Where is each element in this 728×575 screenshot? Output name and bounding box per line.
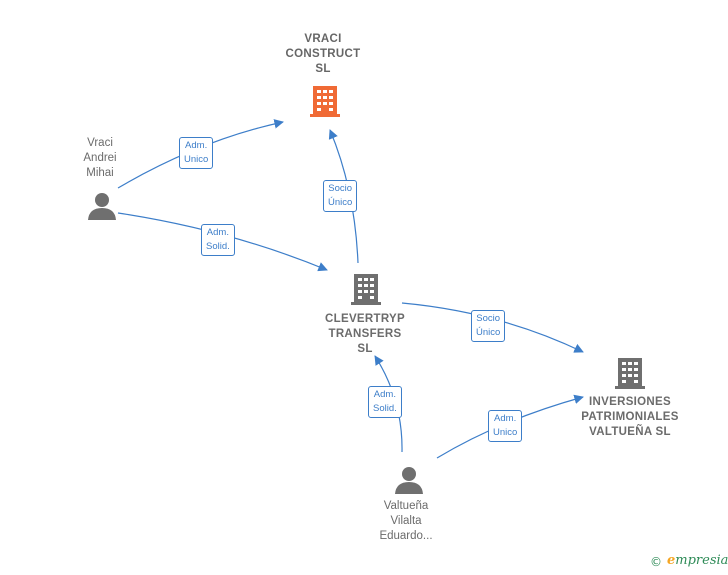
node-label-vraci-andrei[interactable]: Vraci Andrei Mihai bbox=[83, 137, 117, 179]
edge-label-socio-unico[interactable]: Socio Único bbox=[323, 180, 358, 212]
edge-label-socio-unico[interactable]: Socio Único bbox=[471, 310, 506, 342]
building-icon[interactable] bbox=[350, 272, 382, 306]
building-icon[interactable] bbox=[614, 356, 646, 390]
edge-label-adm-solid[interactable]: Adm. Solid. bbox=[368, 386, 402, 418]
node-label-valtuena[interactable]: Valtueña Vilalta Eduardo... bbox=[379, 500, 433, 542]
edge-label-adm-unico[interactable]: Adm. Unico bbox=[488, 410, 523, 442]
node-label-vraci-construct[interactable]: VRACI CONSTRUCT SL bbox=[285, 33, 361, 75]
brand-logo[interactable]: empresia bbox=[667, 553, 728, 568]
edge-label-adm-unico[interactable]: Adm. Unico bbox=[179, 137, 214, 169]
person-icon[interactable] bbox=[394, 466, 424, 494]
person-icon[interactable] bbox=[87, 192, 117, 220]
edge-label-adm-solid[interactable]: Adm. Solid. bbox=[201, 224, 235, 256]
node-label-inversiones[interactable]: INVERSIONES PATRIMONIALES VALTUEÑA SL bbox=[581, 396, 679, 438]
copyright-icon: © bbox=[650, 555, 662, 569]
building-icon[interactable] bbox=[309, 84, 341, 118]
node-label-clevertryp[interactable]: CLEVERTRYP TRANSFERS SL bbox=[325, 313, 405, 355]
